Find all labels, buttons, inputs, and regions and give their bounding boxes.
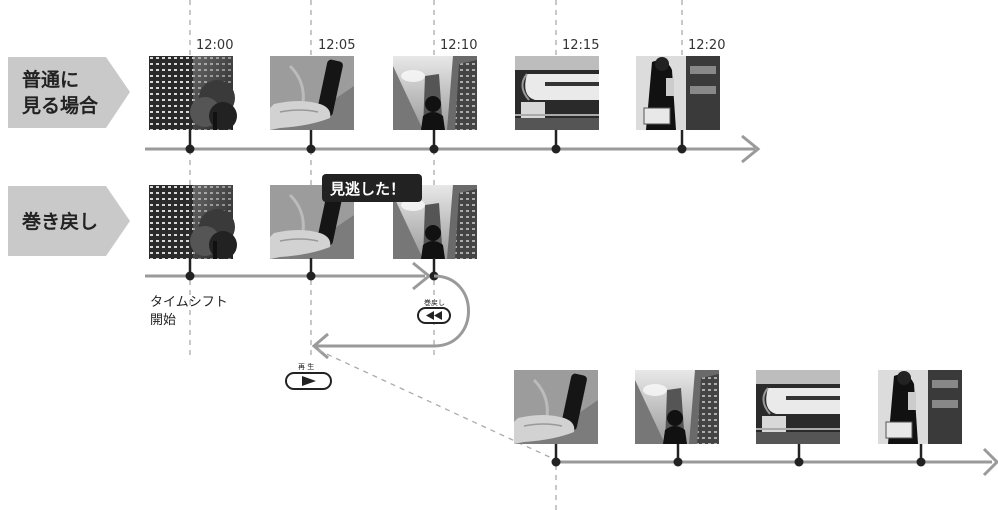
row-label-rewind-text: 巻き戻し [21, 210, 98, 233]
rewind-button[interactable]: 巻戻し [417, 298, 451, 324]
missed-callout: 見逃した！ [322, 174, 422, 202]
thumbnail-person-3 [877, 369, 963, 445]
timeline-normal [145, 130, 761, 164]
thumbnail-person [635, 55, 721, 131]
row-label-normal-line2: 見る場合 [22, 94, 99, 117]
timeline-rewind [145, 258, 439, 291]
row-label-normal-line1: 普通に [22, 68, 79, 91]
play-icon [302, 376, 316, 386]
thumbnail-skyscraper-3 [635, 370, 719, 444]
play-button-label: 再 生 [298, 362, 314, 371]
playback-dashed-connector [317, 349, 557, 461]
missed-callout-text: 見逃した！ [329, 180, 405, 198]
time-label-3: 12:10 [440, 38, 477, 53]
time-label-1: 12:00 [196, 38, 233, 53]
time-label-2: 12:05 [318, 38, 355, 53]
play-button[interactable]: 再 生 [285, 362, 332, 390]
thumbnail-building-2 [149, 185, 237, 259]
thumbnail-hand-phone-3 [512, 368, 600, 446]
thumbnail-skyscraper [393, 56, 477, 130]
timeshift-start-line1: タイムシフト [150, 295, 228, 310]
rewind-icon [426, 311, 442, 320]
thumbnail-hand-phone [268, 54, 356, 132]
time-label-4: 12:15 [562, 38, 599, 53]
time-label-5: 12:20 [688, 38, 725, 53]
time-guides [189, 0, 683, 510]
rewind-loop-arrow [311, 274, 470, 360]
thumbnail-bullet-train [514, 55, 600, 131]
thumbnail-building [149, 56, 237, 130]
row-label-rewind: 巻き戻し [8, 186, 130, 256]
row-label-normal: 普通に 見る場合 [8, 57, 130, 128]
timeline-playback [551, 444, 998, 477]
thumbnail-bullet-train-3 [755, 369, 841, 445]
rewind-button-label: 巻戻し [424, 298, 445, 307]
timeshift-start-line2: 開始 [150, 313, 176, 328]
